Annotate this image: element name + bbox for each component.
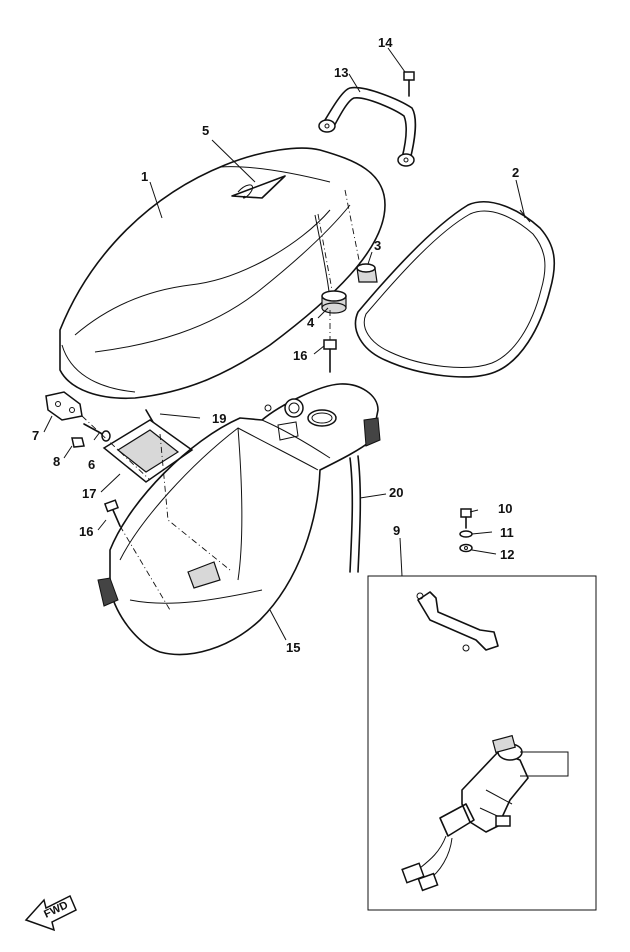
fwd-arrow-icon: FWD: [24, 894, 77, 932]
bolt-part-16-lower: [103, 499, 121, 527]
callout-3: 3: [374, 238, 381, 253]
hinge-part-7: [45, 391, 83, 421]
callout-2: 2: [512, 165, 519, 180]
assembly-lines: [81, 189, 361, 611]
seat-part-1: [59, 147, 386, 400]
lock-assembly-part-9: [367, 575, 597, 911]
callout-5: 5: [202, 123, 209, 138]
callout-7: 7: [32, 428, 39, 443]
callout-14: 14: [378, 35, 393, 50]
nut-part-3: [356, 263, 378, 283]
callout-10: 10: [498, 501, 512, 516]
trunk-part-15: [97, 383, 381, 656]
callout-11: 11: [500, 525, 514, 540]
callout-9: 9: [393, 523, 400, 538]
callout-19: 19: [212, 411, 226, 426]
callout-13: 13: [334, 65, 348, 80]
washer-part-11: [459, 530, 473, 538]
bolt-part-16-upper: [323, 339, 337, 373]
tube-part-20: [349, 455, 362, 573]
callout-15: 15: [286, 640, 300, 655]
callout-1: 1: [141, 169, 148, 184]
seal-part-2: [354, 201, 556, 378]
cover-part-17: [102, 419, 194, 483]
nut-part-8: [71, 437, 85, 448]
bolt-part-10: [460, 508, 472, 529]
callout-16-lower: 16: [79, 524, 93, 539]
callout-6: 6: [88, 457, 95, 472]
emblem-part-5: [231, 175, 286, 199]
leader-lines: [43, 47, 526, 641]
damper-part-4: [321, 290, 347, 314]
callout-12: 12: [500, 547, 514, 562]
callout-8: 8: [53, 454, 60, 469]
callout-16-upper: 16: [293, 348, 307, 363]
callout-20: 20: [389, 485, 403, 500]
bolt-part-14: [403, 71, 415, 97]
callout-numbers: 1 2 3 4 5 6 7 8 9 10 11 12 13 14 15 16 1…: [32, 35, 519, 655]
callout-4: 4: [307, 315, 315, 330]
pin-part-6: [83, 423, 111, 442]
grab-bar-part-13: [318, 86, 417, 167]
callout-17: 17: [82, 486, 96, 501]
washer-part-12: [459, 543, 473, 553]
